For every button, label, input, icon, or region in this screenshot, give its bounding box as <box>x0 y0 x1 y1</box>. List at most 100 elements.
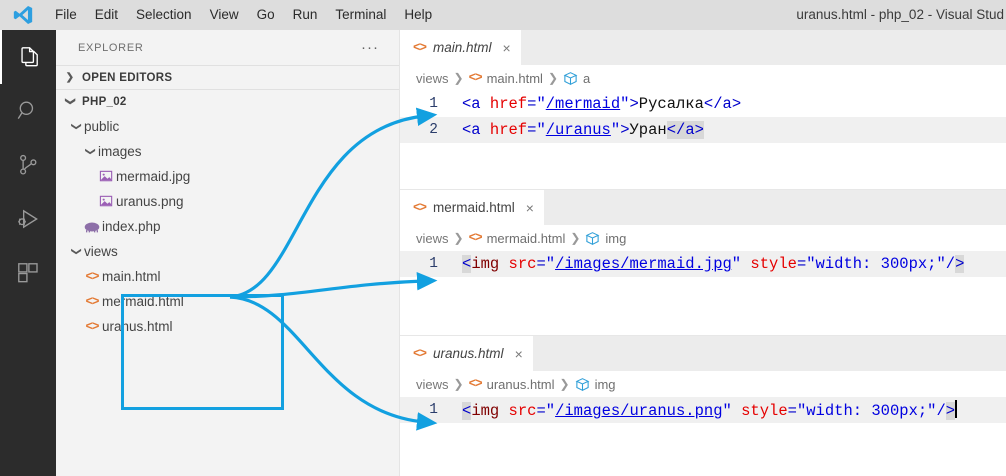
symbol-structure-icon <box>585 231 600 246</box>
menu-file[interactable]: File <box>55 6 77 22</box>
menu-view[interactable]: View <box>209 6 239 22</box>
line-content[interactable]: <img src="/images/uranus.png" style="wid… <box>462 400 958 420</box>
breadcrumb-folder[interactable]: views <box>416 70 449 86</box>
code-line[interactable]: 1 <img src="/images/uranus.png" style="w… <box>400 397 1006 423</box>
menu-selection[interactable]: Selection <box>136 6 192 22</box>
breadcrumb-file[interactable]: mermaid.html <box>486 230 566 246</box>
html-file-icon: <> <box>468 377 483 391</box>
editor-panel-main-html: <> main.html × views ❯ <> main.html ❯ a … <box>400 30 1006 158</box>
source-control-icon[interactable] <box>0 138 56 192</box>
tab-uranus-html[interactable]: <> uranus.html × <box>400 336 533 371</box>
title-bar: File Edit Selection View Go Run Terminal… <box>0 0 1006 30</box>
code-editor[interactable]: 1 <img src="/images/mermaid.jpg" style="… <box>400 251 1006 292</box>
vscode-logo-icon <box>0 0 46 30</box>
menu-bar[interactable]: File Edit Selection View Go Run Terminal… <box>46 4 441 26</box>
line-number: 1 <box>429 256 438 272</box>
chevron-down-icon: ❯ <box>84 147 96 156</box>
tree-item-views[interactable]: ❯ views <box>56 239 399 264</box>
chevron-right-icon: ❯ <box>559 377 570 391</box>
image-file-icon <box>96 169 116 184</box>
breadcrumb-folder[interactable]: views <box>416 230 449 246</box>
code-line[interactable]: 2 <a href="/uranus">Уран</a> <box>400 117 1006 143</box>
menu-help[interactable]: Help <box>404 6 433 22</box>
code-editor[interactable]: 1 <img src="/images/uranus.png" style="w… <box>400 397 1006 438</box>
tree-item-uranus-png[interactable]: uranus.png <box>56 189 399 214</box>
breadcrumb-folder[interactable]: views <box>416 376 449 392</box>
tab-bar: <> mermaid.html × <box>400 190 1006 225</box>
breadcrumb[interactable]: views ❯ <> mermaid.html ❯ img <box>400 225 1006 251</box>
editor-area: <> main.html × views ❯ <> main.html ❯ a … <box>400 30 1006 476</box>
tree-item-public[interactable]: ❯ public <box>56 114 399 139</box>
symbol-structure-icon <box>575 377 590 392</box>
close-icon[interactable]: × <box>525 199 534 216</box>
section-open-editors-label: OPEN EDITORS <box>82 71 173 84</box>
tree-item-label: uranus.html <box>102 319 173 334</box>
close-icon[interactable]: × <box>514 345 523 362</box>
run-debug-icon[interactable] <box>0 192 56 246</box>
chevron-right-icon: ❯ <box>453 71 464 85</box>
image-file-icon <box>96 194 116 209</box>
breadcrumb[interactable]: views ❯ <> uranus.html ❯ img <box>400 371 1006 397</box>
html-file-icon: <> <box>413 40 427 55</box>
tree-item-label: index.php <box>102 219 161 234</box>
tab-label: uranus.html <box>433 346 504 361</box>
line-content[interactable]: <a href="/uranus">Уран</a> <box>462 121 704 139</box>
tree-item-images[interactable]: ❯ images <box>56 139 399 164</box>
line-content[interactable]: <a href="/mermaid">Русалка</a> <box>462 95 742 113</box>
close-icon[interactable]: × <box>502 39 511 56</box>
editor-panel-uranus-html: <> uranus.html × views ❯ <> uranus.html … <box>400 336 1006 438</box>
more-actions-icon[interactable]: ··· <box>361 38 379 56</box>
section-php-02[interactable]: ❯ PHP_02 <box>56 89 399 113</box>
chevron-right-icon: ❯ <box>453 377 464 391</box>
explorer-sidebar: EXPLORER ··· ❯ OPEN EDITORS ❯ PHP_02 ❯ p… <box>56 30 400 476</box>
tree-item-label: mermaid.jpg <box>116 169 191 184</box>
explorer-header: EXPLORER ··· <box>56 30 399 65</box>
code-editor[interactable]: 1 <a href="/mermaid">Русалка</a> 2 <a hr… <box>400 91 1006 158</box>
extensions-icon[interactable] <box>0 246 56 300</box>
section-php-02-label: PHP_02 <box>82 95 127 108</box>
explorer-title: EXPLORER <box>78 41 144 54</box>
tree-item-label: images <box>98 144 142 159</box>
breadcrumb-symbol[interactable]: img <box>594 376 616 392</box>
chevron-right-icon: ❯ <box>453 231 464 245</box>
tab-bar: <> main.html × <box>400 30 1006 65</box>
tab-mermaid-html[interactable]: <> mermaid.html × <box>400 190 544 225</box>
chevron-right-icon: ❯ <box>570 231 581 245</box>
breadcrumb-symbol[interactable]: a <box>583 70 591 86</box>
breadcrumb[interactable]: views ❯ <> main.html ❯ a <box>400 65 1006 91</box>
tree-item-label: views <box>84 244 118 259</box>
code-line[interactable]: 1 <img src="/images/mermaid.jpg" style="… <box>400 251 1006 277</box>
line-number: 2 <box>429 122 438 138</box>
tree-item-index-php[interactable]: index.php <box>56 214 399 239</box>
line-number: 1 <box>429 402 438 418</box>
breadcrumb-file[interactable]: main.html <box>486 70 543 86</box>
tab-main-html[interactable]: <> main.html × <box>400 30 521 65</box>
php-file-icon <box>82 220 102 234</box>
tree-item-mermaid-html[interactable]: <> mermaid.html <box>56 289 399 314</box>
panel-divider <box>400 335 1006 336</box>
chevron-down-icon: ❯ <box>64 97 76 106</box>
code-line[interactable]: 1 <a href="/mermaid">Русалка</a> <box>400 91 1006 117</box>
search-icon[interactable] <box>0 84 56 138</box>
tab-bar: <> uranus.html × <box>400 336 1006 371</box>
section-open-editors[interactable]: ❯ OPEN EDITORS <box>56 65 399 89</box>
chevron-down-icon: ❯ <box>70 122 82 131</box>
html-file-icon: <> <box>413 346 427 361</box>
chevron-right-icon: ❯ <box>65 72 75 83</box>
tree-item-mermaid-jpg[interactable]: mermaid.jpg <box>56 164 399 189</box>
menu-run[interactable]: Run <box>292 6 318 22</box>
tree-item-main-html[interactable]: <> main.html <box>56 264 399 289</box>
line-content[interactable]: <img src="/images/mermaid.jpg" style="wi… <box>462 255 965 273</box>
html-file-icon: <> <box>85 269 99 284</box>
menu-terminal[interactable]: Terminal <box>335 6 387 22</box>
tree-item-label: uranus.png <box>116 194 184 209</box>
menu-edit[interactable]: Edit <box>94 6 119 22</box>
line-number: 1 <box>429 96 438 112</box>
menu-go[interactable]: Go <box>256 6 275 22</box>
tree-item-uranus-html[interactable]: <> uranus.html <box>56 314 399 339</box>
explorer-icon[interactable] <box>0 30 56 84</box>
breadcrumb-file[interactable]: uranus.html <box>486 376 555 392</box>
html-file-icon: <> <box>468 71 483 85</box>
breadcrumb-symbol[interactable]: img <box>605 230 627 246</box>
